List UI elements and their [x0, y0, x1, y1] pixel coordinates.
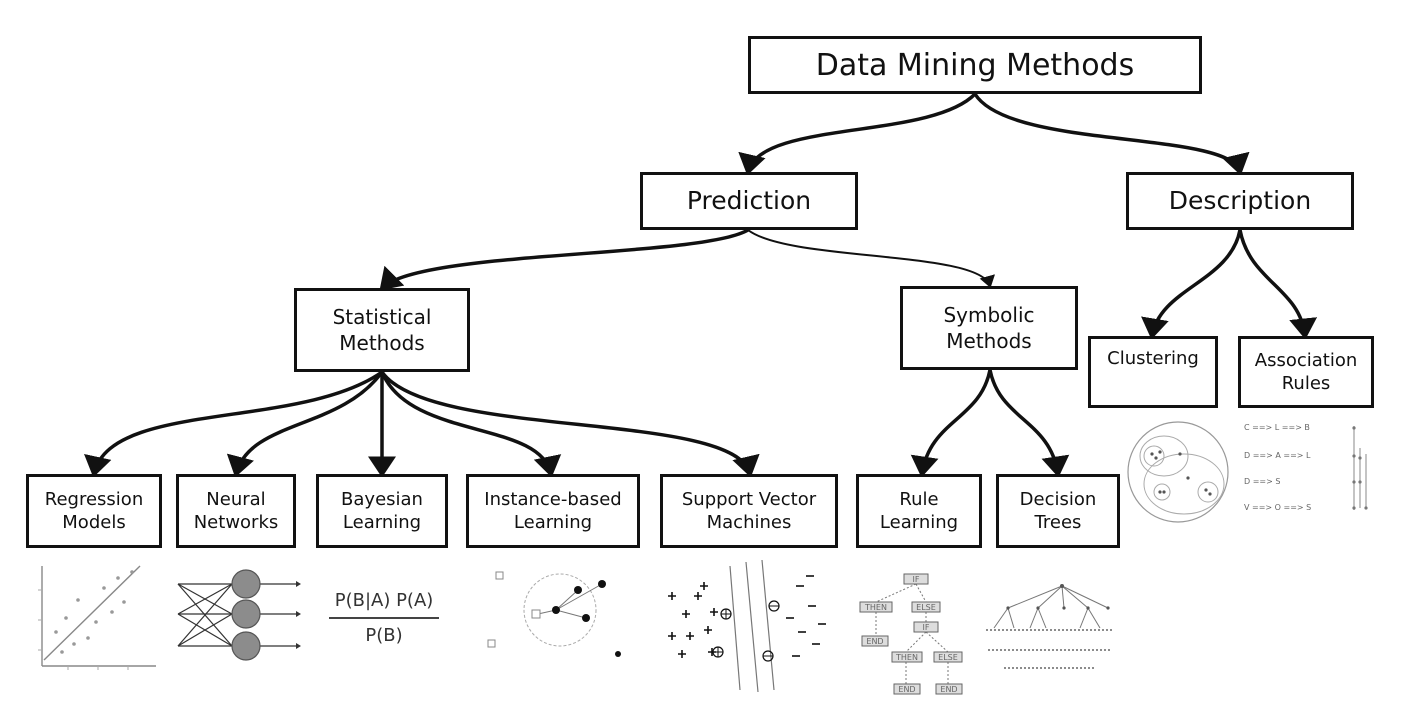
edge-prediction-symbolic — [747, 229, 995, 288]
neural-network-thumbnail — [177, 569, 301, 661]
node-symbolic-methods: Symbolic Methods — [900, 286, 1078, 370]
rule-end-1: END — [866, 637, 883, 646]
node-rule-learning: Rule Learning — [856, 474, 982, 548]
rule-else-2: ELSE — [938, 653, 958, 662]
rule-end-2: END — [898, 685, 915, 694]
assoc-rule-1: C ==> L ==> B — [1244, 423, 1310, 432]
assoc-rule-2: D ==> A ==> L — [1244, 451, 1311, 460]
edge-statistical-regression — [84, 370, 384, 478]
bayes-formula: P(B|A) P(A) P(B) — [318, 590, 450, 646]
node-clustering: Clustering — [1088, 336, 1218, 408]
rule-then-1: THEN — [864, 603, 887, 612]
node-prediction: Prediction — [640, 172, 858, 230]
edge-root-prediction — [738, 92, 977, 176]
root-node-data-mining-methods: Data Mining Methods — [748, 36, 1202, 94]
bayes-denominator: P(B) — [365, 625, 403, 646]
edge-statistical-svm — [380, 370, 760, 478]
rule-else-1: ELSE — [916, 603, 936, 612]
node-decision-trees: Decision Trees — [996, 474, 1120, 548]
edge-description-clustering — [1141, 229, 1242, 340]
edge-symbolic-decision — [988, 369, 1070, 478]
rule-if-2: IF — [923, 623, 930, 632]
rule-then-2: THEN — [895, 653, 918, 662]
edge-root-description — [973, 93, 1250, 176]
edge-prediction-statistical — [379, 228, 749, 291]
regression-scatter-thumbnail — [38, 565, 156, 670]
svm-thumbnail — [668, 559, 826, 693]
node-regression-models: Regression Models — [26, 474, 162, 548]
rule-end-3: END — [940, 685, 957, 694]
rule-tree-thumbnail: IF THEN ELSE END IF THEN ELSE END END — [859, 573, 963, 695]
edge-description-association — [1238, 229, 1318, 340]
node-statistical-methods: Statistical Methods — [294, 288, 470, 372]
bayes-numerator: P(B|A) P(A) — [328, 590, 440, 619]
instance-based-thumbnail — [487, 571, 621, 657]
edge-statistical-neural — [226, 370, 384, 478]
edge-symbolic-rule — [910, 369, 992, 478]
node-support-vector-machines: Support Vector Machines — [660, 474, 838, 548]
edge-statistical-instance — [380, 371, 562, 478]
rule-if-1: IF — [913, 575, 920, 584]
clustering-thumbnail — [1127, 421, 1229, 523]
association-rules-thumbnail: C ==> L ==> B D ==> A ==> L D ==> S V ==… — [1244, 423, 1368, 512]
assoc-rule-4: V ==> O ==> S — [1244, 503, 1311, 512]
node-instance-based-learning: Instance-based Learning — [466, 474, 640, 548]
node-neural-networks: Neural Networks — [176, 474, 296, 548]
assoc-rule-3: D ==> S — [1244, 477, 1280, 486]
node-description: Description — [1126, 172, 1354, 230]
decision-tree-thumbnail — [986, 584, 1112, 669]
node-bayesian-learning: Bayesian Learning — [316, 474, 448, 548]
node-association-rules: Association Rules — [1238, 336, 1374, 408]
